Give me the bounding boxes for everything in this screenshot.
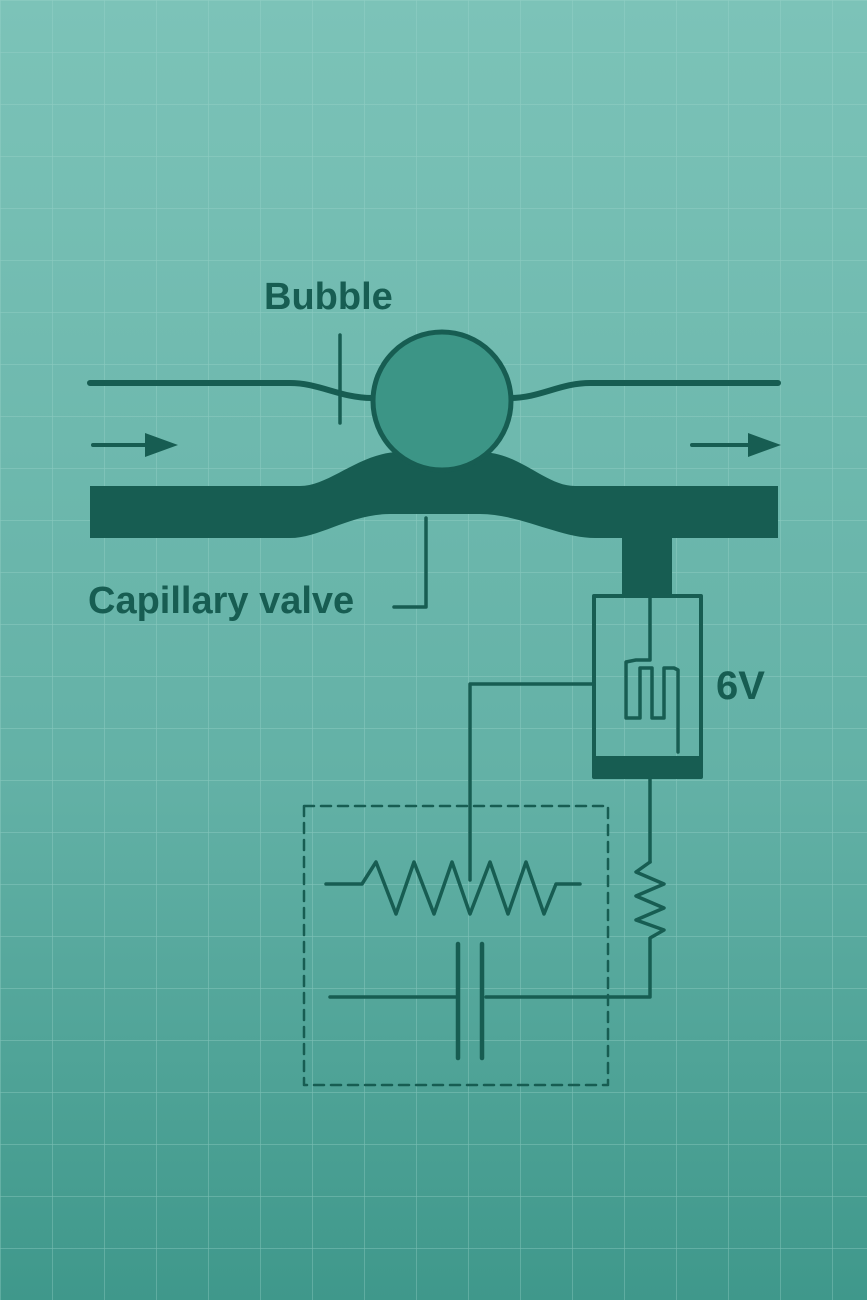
heater-coil-icon [624,596,680,754]
voltage-label: 6V [716,664,765,708]
capillary-valve-leader [392,516,428,609]
bubble-label: Bubble [264,276,393,318]
resistor-icon [484,860,666,999]
variable-resistor-icon [324,860,582,916]
capillary-valve-label: Capillary valve [88,580,355,622]
heater-base-plate [594,756,701,777]
flow-in-arrow-icon [91,433,178,457]
flow-out-arrow-icon [690,433,781,457]
capacitor-icon [328,941,485,1061]
control-box [302,804,610,1087]
main-channel [90,452,778,598]
heater-feed-wire [468,682,596,882]
bubble [370,329,514,473]
upper-channel-line [87,380,781,401]
